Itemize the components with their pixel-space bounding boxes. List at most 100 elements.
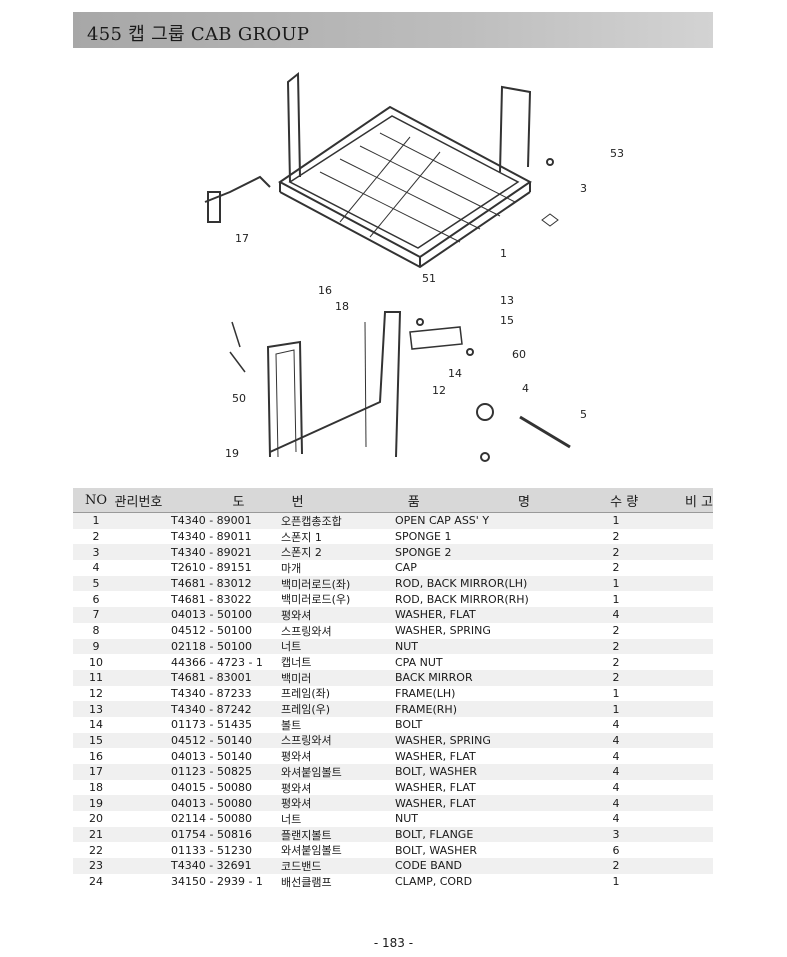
cell-part-number: 04013 - 50100	[171, 608, 252, 622]
callout-labels: 53 3 1 17 51 50 16 18 13 15 60 14 12 4 5…	[225, 147, 624, 460]
cell-qty: 1	[612, 577, 620, 591]
cell-korean-name: 볼트	[281, 718, 302, 732]
callout-label: 5	[580, 408, 587, 421]
cell-qty: 4	[612, 796, 620, 810]
cell-no: 12	[89, 686, 103, 700]
cell-korean-name: 플랜지볼트	[281, 828, 332, 842]
cell-part-number: T4340 - 89001	[171, 514, 252, 528]
cell-no: 14	[89, 718, 103, 732]
callout-label: 53	[610, 147, 624, 160]
cell-korean-name: 스폰지 2	[281, 546, 322, 560]
cell-no: 1	[92, 514, 100, 528]
cell-qty: 1	[612, 875, 620, 889]
cell-part-number: T4340 - 32691	[171, 859, 252, 873]
callout-label: 4	[522, 382, 529, 395]
cell-no: 23	[89, 859, 103, 873]
cell-qty: 2	[612, 655, 620, 669]
cell-no: 3	[92, 545, 100, 559]
cell-qty: 2	[612, 671, 620, 685]
cell-english-name: SPONGE 1	[395, 530, 452, 544]
cell-qty: 4	[612, 733, 620, 747]
cell-english-name: NUT	[395, 639, 418, 653]
cell-english-name: WASHER, SPRING	[395, 624, 491, 638]
cell-qty: 4	[612, 781, 620, 795]
cell-no: 17	[89, 765, 103, 779]
cell-qty: 4	[612, 812, 620, 826]
cell-part-number: 01754 - 50816	[171, 828, 252, 842]
cell-qty: 2	[612, 639, 620, 653]
cell-no: 22	[89, 843, 103, 857]
section-title-bar: 455 캡 그룹 CAB GROUP	[73, 12, 713, 48]
cell-english-name: FRAME(LH)	[395, 686, 456, 700]
cell-no: 2	[92, 530, 100, 544]
cell-part-number: 02114 - 50080	[171, 812, 252, 826]
cell-english-name: OPEN CAP ASS' Y	[395, 514, 490, 528]
cell-english-name: BOLT, FLANGE	[395, 828, 474, 842]
cell-english-name: CODE BAND	[395, 859, 463, 873]
cell-english-name: ROD, BACK MIRROR(RH)	[395, 592, 529, 606]
cell-qty: 1	[612, 702, 620, 716]
cell-korean-name: 배선클램프	[281, 875, 332, 889]
table-header: NO 관리번호 도 번 품 명 수 량 비 고	[73, 488, 713, 513]
cell-qty: 2	[612, 624, 620, 638]
header-name-2: 명	[517, 494, 530, 510]
cell-part-number: 01173 - 51435	[171, 718, 252, 732]
cell-english-name: BACK MIRROR	[395, 671, 473, 685]
table-row: 8 04512 - 50100 스프링와셔 WASHER, SPRING 2	[73, 623, 713, 639]
cell-korean-name: 평와셔	[281, 608, 312, 622]
cell-korean-name: 백미러	[281, 671, 312, 685]
cell-no: 13	[89, 702, 103, 716]
cell-no: 16	[89, 749, 103, 763]
header-drawing-2: 번	[291, 494, 304, 510]
callout-label: 14	[448, 367, 462, 380]
cell-qty: 6	[612, 843, 620, 857]
cell-korean-name: 너트	[281, 640, 302, 654]
callout-label: 13	[500, 294, 514, 307]
cell-no: 8	[92, 624, 100, 638]
callout-label: 18	[335, 300, 349, 313]
cell-english-name: CAP	[395, 561, 417, 575]
cell-part-number: 34150 - 2939 - 1	[171, 875, 263, 889]
cell-english-name: BOLT	[395, 718, 423, 732]
cell-qty: 3	[612, 828, 620, 842]
cell-english-name: CPA NUT	[395, 655, 443, 669]
cell-english-name: BOLT, WASHER	[395, 765, 477, 779]
cell-part-number: 04512 - 50140	[171, 733, 252, 747]
cell-no: 6	[92, 592, 100, 606]
cell-part-number: 04512 - 50100	[171, 624, 252, 638]
cell-part-number: T4681 - 83022	[171, 592, 252, 606]
cell-qty: 4	[612, 765, 620, 779]
diagram-drawing: 53 3 1 17 51 50 16 18 13 15 60 14 12 4 5…	[204, 71, 624, 462]
cell-korean-name: 프레임(좌)	[281, 687, 331, 701]
cell-part-number: 02118 - 50100	[171, 639, 252, 653]
cell-korean-name: 마개	[281, 561, 302, 575]
cell-korean-name: 백미러로드(우)	[281, 593, 351, 607]
exploded-parts-diagram: 53 3 1 17 51 50 16 18 13 15 60 14 12 4 5…	[170, 62, 630, 462]
page-number: - 183 -	[373, 936, 414, 950]
cell-no: 20	[89, 812, 103, 826]
cell-no: 24	[89, 875, 103, 889]
cell-no: 11	[89, 671, 103, 685]
cell-korean-name: 스프링와셔	[281, 624, 332, 638]
callout-label: 12	[432, 384, 446, 397]
cell-korean-name: 프레임(우)	[281, 703, 331, 717]
cell-part-number: T4340 - 89011	[171, 530, 252, 544]
cell-part-number: 44366 - 4723 - 1	[171, 655, 263, 669]
cell-no: 7	[92, 608, 100, 622]
header-qty: 수 량	[610, 494, 639, 510]
cell-qty: 4	[612, 608, 620, 622]
page-title: 455 캡 그룹 CAB GROUP	[87, 24, 310, 45]
cell-korean-name: 너트	[281, 812, 302, 826]
cell-qty: 1	[612, 592, 620, 606]
